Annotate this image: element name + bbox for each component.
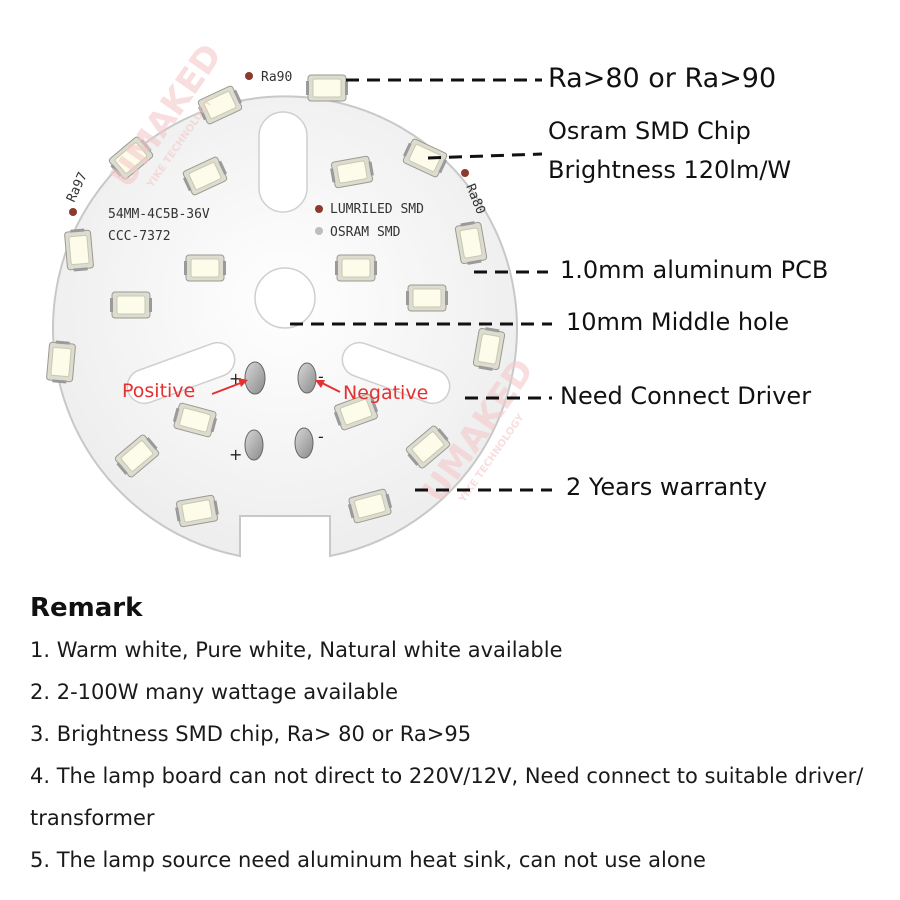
ra-left-marker <box>69 208 77 216</box>
leader-chip <box>427 152 543 160</box>
positive-arrow-head <box>238 378 248 387</box>
callout-ra: Ra>80 or Ra>90 <box>548 63 777 94</box>
positive-pad-top <box>244 361 266 395</box>
callout-chip-line1: Osram SMD Chip <box>548 117 751 145</box>
minus-sign-bottom: - <box>318 427 324 446</box>
remark-item: 3. Brightness SMD chip, Ra> 80 or Ra>95 <box>30 722 472 746</box>
pcb-model-line1: 54MM-4C5B-36V <box>108 207 210 222</box>
remark-item: 2. 2-100W many wattage available <box>30 680 399 704</box>
led-chip <box>334 254 378 282</box>
led-chip <box>63 227 95 273</box>
negative-label: Negative <box>343 382 428 404</box>
callout-chip-line2: Brightness 120lm/W <box>548 156 792 184</box>
ra-right-marker <box>461 169 469 177</box>
pcb-model-line2: CCC-7372 <box>108 229 171 244</box>
ra-top-marker <box>245 72 253 80</box>
left-slot <box>126 341 236 405</box>
pcb-brand-lumriled: LUMRILED SMD <box>330 202 424 217</box>
led-chip <box>305 74 349 102</box>
osram-marker <box>315 227 323 235</box>
leader-lines <box>290 78 552 492</box>
negative-arrow-head <box>315 380 325 388</box>
remark-section: Remark 1. Warm white, Pure white, Natura… <box>30 593 890 881</box>
callout-warranty: 2 Years warranty <box>566 473 768 501</box>
plus-sign-bottom: + <box>229 445 242 464</box>
top-slot <box>258 111 308 213</box>
callout-pcb: 1.0mm aluminum PCB <box>560 256 829 284</box>
led-chip <box>183 254 227 282</box>
pcb-ra-left: Ra97 <box>64 170 91 205</box>
led-chip <box>109 291 153 319</box>
middle-hole <box>254 267 316 329</box>
remark-item: 5. The lamp source need aluminum heat si… <box>30 848 706 872</box>
negative-pad-top <box>297 362 317 394</box>
callout-driver: Need Connect Driver <box>560 382 812 410</box>
led-chip <box>45 339 77 385</box>
remark-item: 4. The lamp board can not direct to 220V… <box>30 764 864 830</box>
led-chip <box>405 284 449 312</box>
right-slot <box>341 341 451 405</box>
minus-sign-top: - <box>318 367 324 386</box>
pcb-brand-osram: OSRAM SMD <box>330 225 401 240</box>
positive-pad-bottom <box>244 429 264 461</box>
positive-label: Positive <box>122 380 195 402</box>
pcb-ra-top: Ra90 <box>261 70 292 85</box>
remark-list: 1. Warm white, Pure white, Natural white… <box>30 629 890 881</box>
lumriled-marker <box>315 205 323 213</box>
remark-title: Remark <box>30 593 143 623</box>
remark-item: 1. Warm white, Pure white, Natural white… <box>30 638 563 662</box>
negative-pad-bottom <box>294 427 314 459</box>
led-board-diagram: + - + - Positive Negative 54MM-4C5B-36V … <box>45 37 552 558</box>
callout-hole: 10mm Middle hole <box>566 308 790 336</box>
